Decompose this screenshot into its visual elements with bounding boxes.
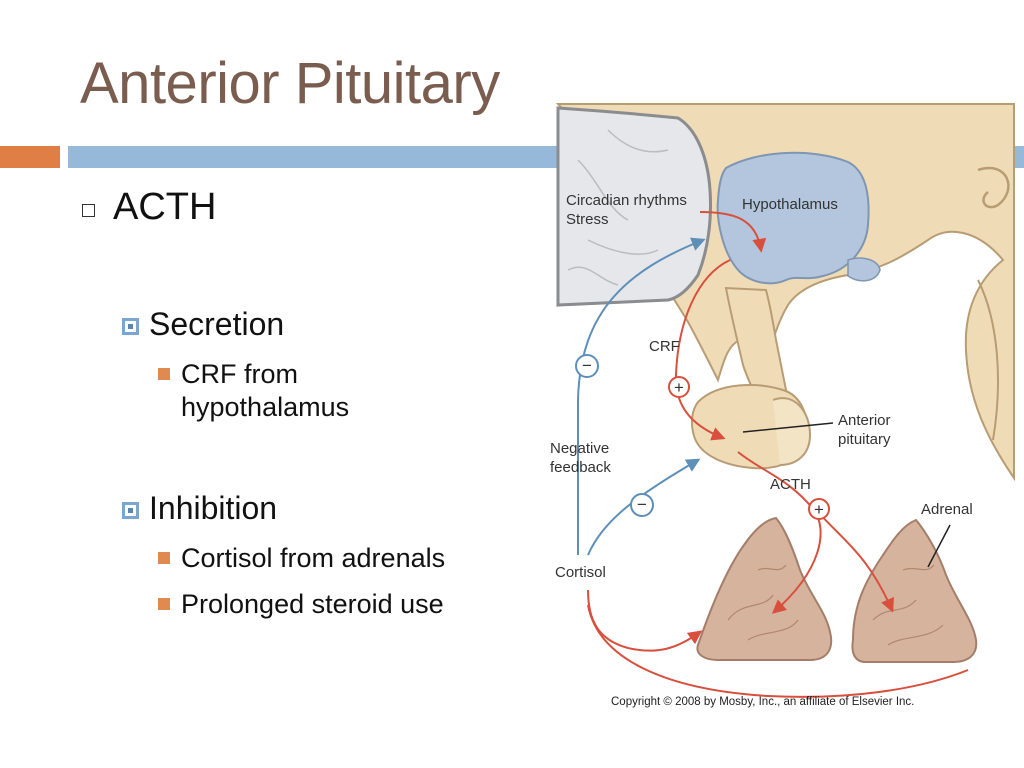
plus-sign-acth: + (814, 500, 824, 519)
anterior-pituitary-leader (742, 422, 834, 433)
bullet-steroid-text: Prolonged steroid use (181, 589, 444, 619)
hpa-axis-svg: + + − − Circadian rhythms Stress Hypotha… (550, 103, 1015, 698)
minus-sign-hypothalamus: − (582, 356, 592, 375)
label-cortisol: Cortisol (555, 564, 606, 581)
accent-bar-orange (0, 146, 60, 168)
slide-title: Anterior Pituitary (80, 51, 500, 116)
label-circadian: Circadian rhythms (566, 192, 687, 209)
minus-badge-pituitary: − (630, 493, 654, 517)
bullet-cortisol-text: Cortisol from adrenals (181, 543, 446, 573)
hypothalamus-lobe (847, 257, 881, 282)
square-bullet-icon (122, 318, 139, 335)
cortisol-path-right (587, 604, 969, 698)
label-stress: Stress (566, 211, 609, 228)
acth-to-right-adrenal-arrow (817, 511, 894, 613)
adrenal-right-texture (872, 564, 944, 646)
square-bullet-icon (122, 502, 139, 519)
filled-square-bullet-icon (158, 552, 170, 564)
bullet-acth-text: ACTH (113, 186, 217, 228)
bullet-steroid: Prolonged steroid use (158, 588, 444, 621)
adrenal-leader (927, 524, 951, 568)
filled-square-bullet-icon (158, 368, 170, 380)
bullet-list: ACTH Secretion CRF from hypothalamus Inh… (82, 186, 445, 621)
bullet-inhibition-text: Inhibition (149, 490, 278, 526)
stress-to-hypothalamus-arrow (699, 211, 767, 253)
plus-sign-crf: + (674, 378, 684, 397)
bullet-crf: CRF from hypothalamus (158, 358, 349, 424)
cortisol-path-left (587, 589, 703, 652)
brain-sulci (567, 129, 669, 286)
brain-gray-region (556, 106, 712, 307)
bullet-secretion: Secretion (122, 306, 284, 343)
label-feedback: feedback (550, 459, 611, 476)
label-acth: ACTH (770, 476, 811, 493)
label-adrenal: Adrenal (921, 501, 973, 518)
plus-badge-acth: + (808, 498, 830, 520)
label-crf: CRF (649, 338, 680, 355)
bullet-secretion-text: Secretion (149, 306, 285, 342)
bullet-cortisol: Cortisol from adrenals (158, 542, 445, 575)
negative-feedback-pituitary-arrow (587, 458, 701, 556)
label-pituitary: pituitary (838, 431, 891, 448)
hpa-axis-diagram: + + − − Circadian rhythms Stress Hypotha… (548, 100, 1024, 718)
minus-badge-hypothalamus: − (575, 354, 599, 378)
filled-square-bullet-icon (158, 598, 170, 610)
adrenal-left-texture (727, 564, 799, 641)
label-anterior: Anterior (838, 412, 891, 429)
posterior-pituitary (772, 397, 812, 466)
bullet-crf-line2: hypothalamus (181, 392, 350, 422)
tissue-curl (977, 166, 1010, 209)
adrenal-right (851, 518, 978, 663)
plus-badge-crf: + (668, 376, 690, 398)
label-hypothalamus: Hypothalamus (742, 196, 838, 213)
crf-arrow (674, 259, 731, 441)
hollow-square-bullet-icon (82, 204, 95, 217)
minus-sign-pituitary: − (637, 495, 647, 514)
bullet-crf-line1: CRF from (181, 359, 298, 389)
adrenal-left (696, 516, 833, 661)
copyright-notice: Copyright © 2008 by Mosby, Inc., an affi… (611, 696, 915, 708)
label-negative: Negative (550, 440, 609, 457)
bullet-crf-text: CRF from hypothalamus (181, 358, 349, 424)
bullet-inhibition: Inhibition (122, 490, 277, 527)
bullet-acth: ACTH (82, 186, 216, 229)
negative-feedback-hypothalamus-arrow (577, 237, 706, 555)
tissue-edge (977, 279, 999, 441)
